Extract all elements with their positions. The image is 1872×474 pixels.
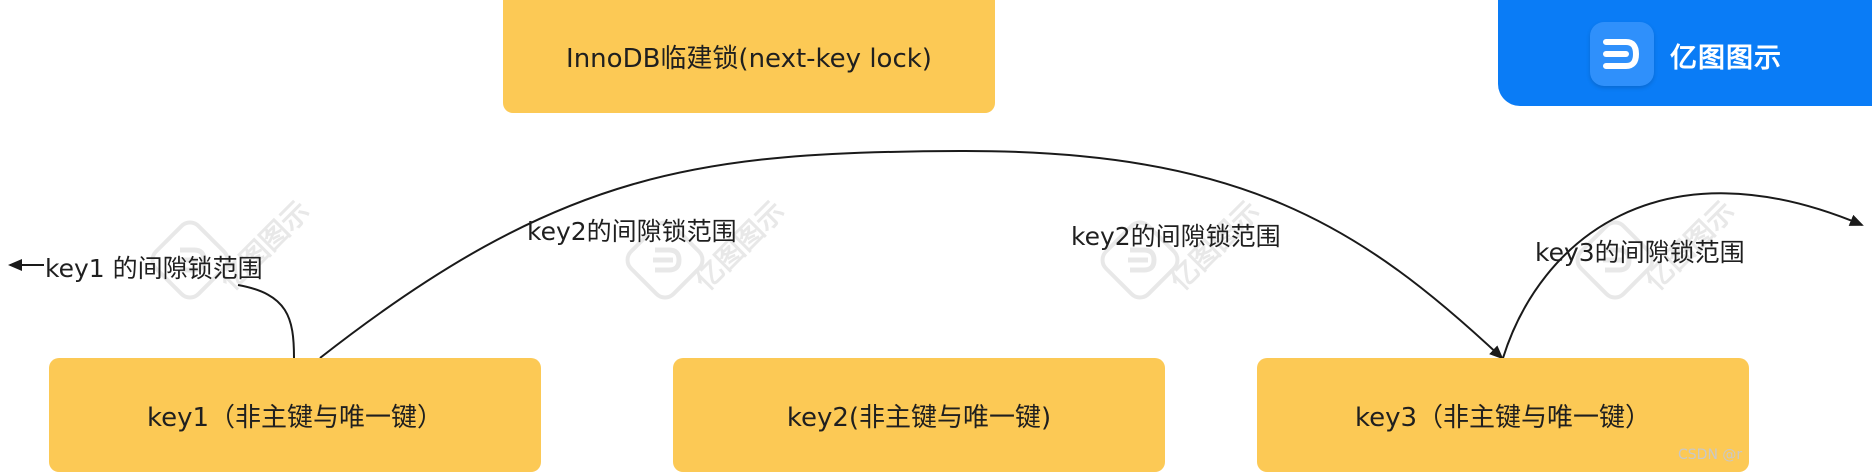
title-label: InnoDB临建锁(next-key lock) <box>566 44 932 74</box>
edge-label-key2-gap-right: key2的间隙锁范围 <box>1071 222 1281 251</box>
edge-label-key3-gap: key3的间隙锁范围 <box>1535 238 1745 267</box>
node-key2: key2(非主键与唯一键) <box>673 358 1165 472</box>
title-box: InnoDB临建锁(next-key lock) <box>503 0 995 113</box>
edge-label-key1-gap: key1 的间隙锁范围 <box>45 254 263 283</box>
brand-badge: 亿图图示 <box>1498 0 1872 106</box>
footer-watermark: CSDN @r <box>1678 447 1743 463</box>
node-key1: key1（非主键与唯一键） <box>49 358 541 472</box>
edge-label-key2-gap-left: key2的间隙锁范围 <box>527 217 737 246</box>
brand-label: 亿图图示 <box>1670 43 1782 74</box>
edge-key3-to-right <box>1502 192 1864 359</box>
node-key3-label: key3（非主键与唯一键） <box>1354 402 1652 433</box>
node-key2-label: key2(非主键与唯一键) <box>786 402 1052 433</box>
edge-key1-gap-left <box>237 284 295 359</box>
node-key1-label: key1（非主键与唯一键） <box>146 402 444 433</box>
edraw-logo-icon <box>1590 22 1654 86</box>
edraw-logo-glyph-icon <box>1603 39 1640 69</box>
edge-key1-to-key3 <box>319 149 1504 360</box>
node-key3: key3（非主键与唯一键） <box>1257 358 1749 472</box>
